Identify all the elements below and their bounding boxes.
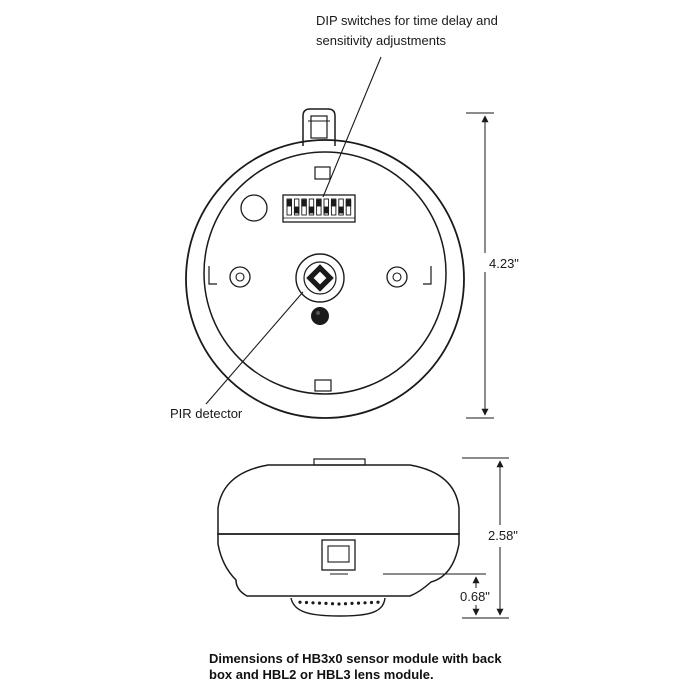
dip-switch-lever xyxy=(293,206,300,214)
lens-facet xyxy=(343,602,348,606)
top-cap xyxy=(313,458,366,466)
mounting-hole-large xyxy=(240,194,268,222)
bottom-clip-slot xyxy=(314,379,332,392)
mounting-tab xyxy=(302,108,336,146)
side-view-dimension xyxy=(462,457,509,619)
dip-switch-lever xyxy=(330,199,337,207)
lens-facet xyxy=(363,601,367,605)
dip-switch-block xyxy=(282,194,356,223)
inner-housing xyxy=(203,151,447,395)
led-indicator xyxy=(311,307,329,325)
top-view-dimension xyxy=(466,112,494,419)
dip-callout-line2: sensitivity adjustments xyxy=(316,33,447,48)
lens-facet xyxy=(330,602,335,606)
side-connector xyxy=(321,539,356,575)
dip-switch-lever xyxy=(338,206,344,214)
dip-switch-lever xyxy=(301,199,307,207)
lens-facet xyxy=(298,600,302,604)
lens-facet xyxy=(350,601,354,606)
top-clip-slot xyxy=(314,166,331,180)
lower-body xyxy=(217,533,460,597)
dip-switch xyxy=(316,198,322,216)
callout-leaders xyxy=(205,56,382,405)
pir-detector xyxy=(295,253,345,303)
screw-left xyxy=(229,266,251,288)
lens-facet xyxy=(324,601,328,606)
dip-switch-lever xyxy=(323,206,329,214)
lens-facet xyxy=(369,600,374,605)
dip-switch-lever xyxy=(286,199,292,207)
lens-facet xyxy=(356,601,361,605)
pir-callout-label: PIR detector xyxy=(170,406,243,421)
lens-dimension xyxy=(383,573,486,616)
top-view-height-label: 4.23" xyxy=(489,256,519,271)
dip-switch xyxy=(330,198,337,216)
lens-height-label: 0.68" xyxy=(460,589,490,604)
caption-line1: Dimensions of HB3x0 sensor module with b… xyxy=(209,651,502,666)
dip-switch-lever xyxy=(308,206,315,214)
lens-facet xyxy=(376,600,380,604)
dip-switch-lever xyxy=(345,199,352,207)
clip-left xyxy=(208,266,217,285)
screw-right xyxy=(386,266,408,288)
side-view-height-label: 2.58" xyxy=(488,528,518,543)
side-view xyxy=(217,458,460,617)
caption-line2: box and HBL2 or HBL3 lens module. xyxy=(209,667,434,682)
dip-switch xyxy=(301,198,307,216)
pir-leader-line xyxy=(205,291,304,405)
figure-caption: Dimensions of HB3x0 sensor module with b… xyxy=(209,651,569,683)
dip-switch-lever xyxy=(316,199,322,207)
dip-switch xyxy=(345,198,352,216)
dip-callout-line1: DIP switches for time delay and xyxy=(316,13,498,28)
outer-housing xyxy=(185,139,465,419)
lens-facet xyxy=(311,601,315,605)
lens-facet xyxy=(304,600,309,605)
top-view xyxy=(185,108,465,419)
dip-leader-line xyxy=(322,56,382,198)
dip-switch xyxy=(286,198,292,216)
mounting-tab-slot xyxy=(310,115,328,139)
upper-body xyxy=(217,464,460,535)
lens-facet xyxy=(337,602,341,606)
lens-facet xyxy=(317,601,322,605)
clip-right xyxy=(423,266,432,285)
lens-module xyxy=(290,597,386,617)
